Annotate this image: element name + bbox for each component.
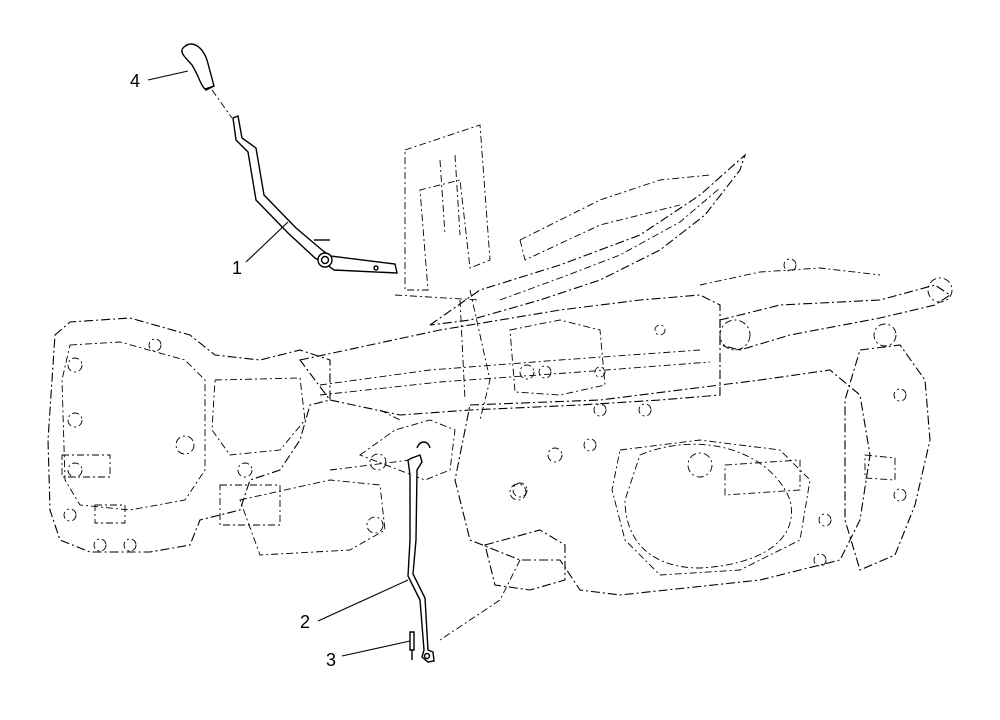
leader-lines bbox=[147, 70, 411, 657]
knob-4 bbox=[181, 43, 233, 119]
transmission-housing bbox=[47, 124, 953, 641]
rod-2 bbox=[407, 441, 435, 663]
callout-3: 3 bbox=[326, 650, 336, 670]
pin-3 bbox=[409, 631, 415, 660]
lever-1 bbox=[232, 115, 398, 274]
callout-1: 1 bbox=[232, 258, 242, 278]
callout-2: 2 bbox=[300, 612, 310, 632]
callout-4: 4 bbox=[130, 71, 140, 91]
